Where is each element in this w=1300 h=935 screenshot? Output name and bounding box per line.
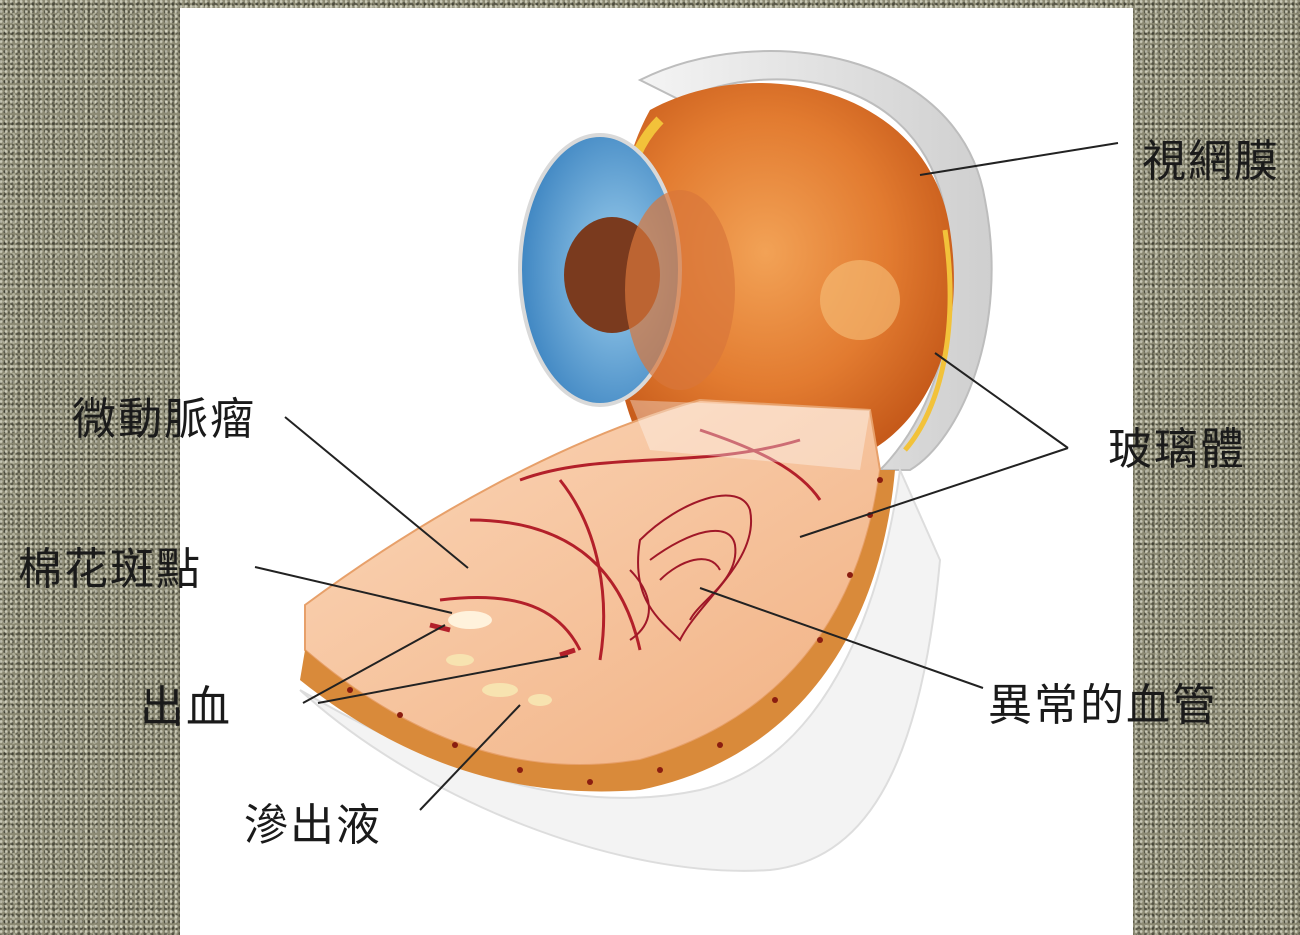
lens: [625, 190, 735, 390]
cotton-wool-spot: [448, 611, 492, 629]
label-microaneurysm: 微動脈瘤: [72, 398, 256, 442]
leader-microaneurysm: [285, 417, 468, 568]
label-vitreous: 玻璃體: [1108, 428, 1246, 472]
label-hemorrhage: 出血: [140, 686, 232, 730]
label-exudate: 滲出液: [244, 804, 382, 848]
label-cotton-wool-spots: 棉花斑點: [18, 548, 202, 592]
label-abnormal-vessels: 異常的血管: [988, 684, 1218, 728]
label-retina: 視網膜: [1142, 140, 1280, 184]
